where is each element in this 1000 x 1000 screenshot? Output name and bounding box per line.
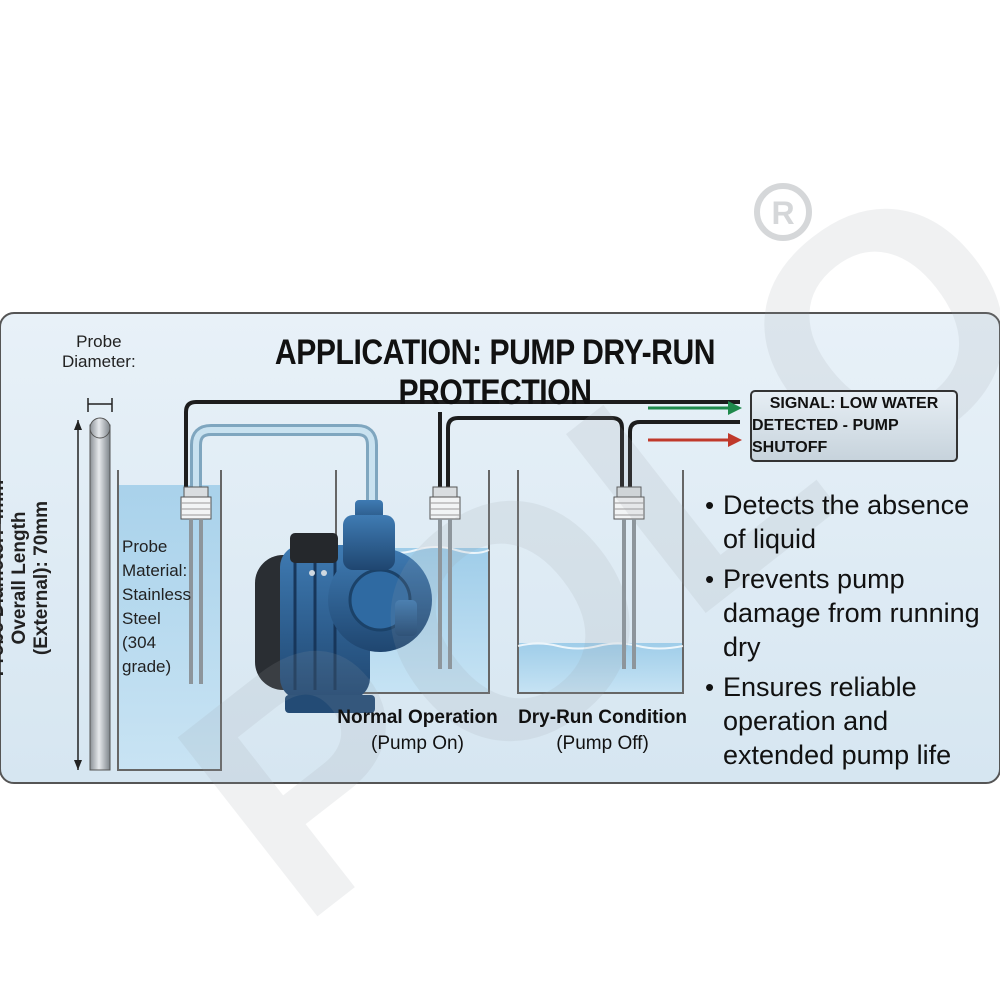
- diagram-title: APPLICATION: PUMP DRY-RUN PROTECTION: [274, 333, 716, 412]
- pump-icon: [255, 500, 432, 713]
- svg-text:R: R: [771, 195, 794, 231]
- probe-2: [429, 486, 461, 669]
- material-line: Steel: [122, 609, 161, 628]
- feature-list: Detects the absence of liquid Prevents p…: [705, 488, 997, 778]
- vertical-line-1: Probe Diameter: 4mm: [0, 479, 8, 677]
- green-arrow: [648, 401, 742, 415]
- vertical-line-2: Overall Length: [9, 511, 30, 645]
- caption-normal: Normal Operation (Pump On): [330, 705, 505, 757]
- probe-diameter-label: Probe Diameter:: [62, 332, 136, 372]
- material-line: Probe: [122, 537, 168, 556]
- probe-dimensions-vertical: Probe Diameter: 4mm Overall Length (Exte…: [0, 408, 53, 748]
- probe-1: [180, 486, 212, 684]
- caption-dry: Dry-Run Condition (Pump Off): [515, 705, 690, 757]
- material-line: (304: [122, 633, 157, 652]
- probe-diameter-line-2: Diameter:: [62, 352, 136, 371]
- tank-dry: [517, 470, 684, 694]
- red-arrow: [648, 433, 742, 447]
- caption-normal-title: Normal Operation: [337, 707, 498, 728]
- probe-material-label: Probe Material: Stainless Steel (304 gra…: [122, 535, 191, 679]
- probe-diameter-line-1: Probe: [76, 332, 122, 351]
- probe-3: [613, 486, 645, 669]
- signal-box: SIGNAL: LOW WATER DETECTED - PUMP SHUTOF…: [750, 390, 958, 462]
- feature-item: Detects the absence of liquid: [705, 488, 997, 556]
- registered-mark-icon: R: [754, 183, 812, 241]
- material-line: grade): [122, 657, 172, 676]
- caption-dry-title: Dry-Run Condition: [518, 707, 687, 728]
- material-line: Material:: [122, 561, 188, 580]
- signal-line-2: DETECTED - PUMP SHUTOFF: [752, 417, 899, 456]
- vertical-line-3: (External): 70mm: [31, 500, 52, 656]
- material-line: Stainless: [122, 585, 191, 604]
- caption-dry-sub: (Pump Off): [556, 733, 649, 754]
- probe-dimension-rod: [74, 398, 113, 771]
- signal-line-1: SIGNAL: LOW WATER: [769, 395, 939, 412]
- tank-1: [117, 470, 222, 771]
- feature-item: Prevents pump damage from running dry: [705, 562, 997, 664]
- signal-wires: [184, 400, 740, 487]
- feature-item: Ensures reliable operation and extended …: [705, 670, 997, 772]
- caption-normal-sub: (Pump On): [371, 733, 464, 754]
